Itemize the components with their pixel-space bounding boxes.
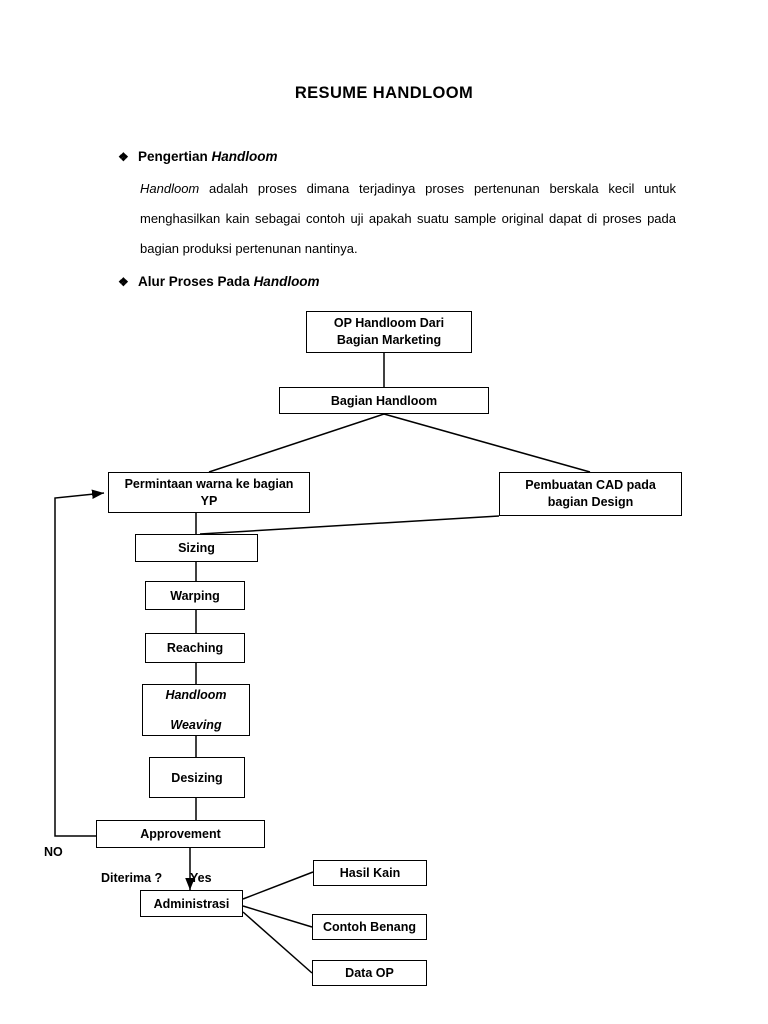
- flow-node-hasil-kain: Hasil Kain: [313, 860, 427, 886]
- flow-node-label: Hasil Kain: [339, 866, 401, 880]
- flow-node-label: Desizing: [171, 770, 223, 785]
- page-title: RESUME HANDLOOM: [294, 84, 474, 102]
- connector-administrasi-to-contoh-benang: [242, 905, 313, 928]
- connector-bagian-to-cad: [383, 413, 591, 473]
- flow-node-label: Bagian Handloom: [330, 393, 438, 408]
- flow-node-label: Permintaan warna ke bagian YP: [124, 476, 294, 508]
- connector-administrasi-to-hasil-kain: [242, 871, 314, 900]
- flow-node-label: Pembuatan CAD pada bagian Design: [525, 478, 656, 509]
- flow-node-op-handloom: OP Handloom Dari Bagian Marketing: [306, 311, 472, 353]
- flow-node-label: Handloom Weaving: [165, 688, 227, 732]
- connector-feedback-no: [54, 489, 105, 837]
- body-paragraph: Handloom adalah proses dimana terjadinya…: [140, 174, 676, 264]
- section-heading-alur-proses: ❖ Alur Proses Pada Handloom: [118, 274, 320, 289]
- heading-text-plain: Alur Proses Pada: [138, 274, 254, 289]
- paragraph-text: adalah proses dimana terjadinya proses p…: [140, 181, 676, 256]
- flow-node-label: Data OP: [345, 966, 394, 980]
- flow-node-label: OP Handloom Dari Bagian Marketing: [333, 316, 445, 347]
- connector-administrasi-to-data-op: [242, 911, 313, 974]
- flow-node-label: Contoh Benang: [322, 920, 417, 934]
- flow-node-sizing: Sizing: [135, 534, 258, 562]
- flow-node-desizing: Desizing: [149, 757, 245, 798]
- flow-node-approvement: Approvement: [96, 820, 265, 848]
- flow-node-contoh-benang: Contoh Benang: [312, 914, 427, 940]
- flow-label-yes: Yes: [190, 871, 212, 885]
- heading-text-italic: Handloom: [211, 149, 278, 164]
- heading-text-plain: Pengertian: [138, 149, 212, 164]
- section-heading-pengertian: ❖ Pengertian Handloom: [118, 149, 278, 164]
- flow-node-pembuatan-cad: Pembuatan CAD pada bagian Design: [499, 472, 682, 516]
- bullet-marker-icon: ❖: [118, 275, 129, 289]
- connector-cad-to-sizing: [199, 515, 500, 535]
- flow-node-administrasi: Administrasi: [140, 890, 243, 917]
- flow-node-label: Sizing: [178, 541, 215, 555]
- paragraph-lead-italic: Handloom: [140, 181, 200, 196]
- flow-label-no: NO: [44, 845, 63, 859]
- flow-node-permintaan-warna: Permintaan warna ke bagian YP: [108, 472, 310, 513]
- flow-node-label: Warping: [170, 588, 220, 603]
- flow-node-bagian-handloom: Bagian Handloom: [279, 387, 489, 414]
- flow-label-diterima: Diterima ?: [101, 871, 163, 885]
- flow-node-label: Approvement: [140, 827, 221, 841]
- flow-node-handloom-weaving: Handloom Weaving: [142, 684, 250, 736]
- flow-node-label: Reaching: [166, 641, 224, 655]
- flow-node-reaching: Reaching: [145, 633, 245, 663]
- flow-node-data-op: Data OP: [312, 960, 427, 986]
- bullet-marker-icon: ❖: [118, 150, 129, 164]
- heading-text-italic: Handloom: [253, 274, 320, 289]
- flow-node-label: Administrasi: [153, 896, 230, 911]
- flow-node-warping: Warping: [145, 581, 245, 610]
- connector-bagian-to-permintaan: [208, 413, 385, 473]
